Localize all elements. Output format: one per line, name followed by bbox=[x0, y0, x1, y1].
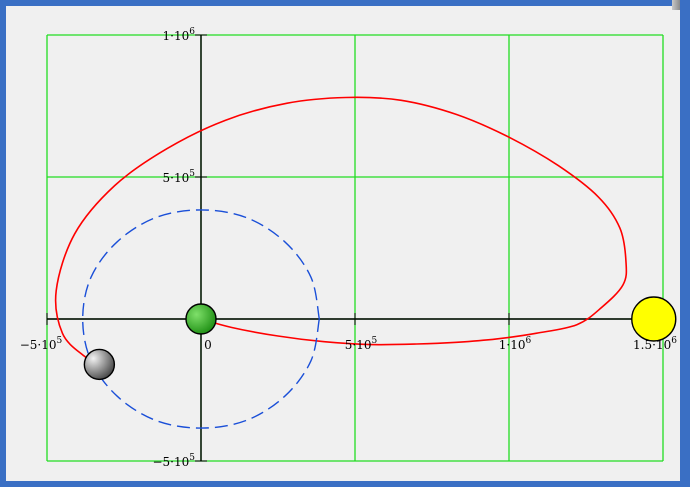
x-tick-label: 0 bbox=[204, 338, 212, 352]
moon-orbit-series bbox=[81, 209, 320, 429]
tick-labels: −5·105 0 5·105 1·106 1.5·106 1·106 5·105 −5·105 bbox=[20, 27, 677, 469]
y-tick-label: 5·105 bbox=[163, 169, 196, 185]
grid bbox=[46, 34, 664, 462]
x-tick-label: −5·105 bbox=[20, 336, 63, 352]
series bbox=[54, 96, 628, 429]
y-tick-label: 1·106 bbox=[163, 27, 196, 43]
trajectory-series bbox=[54, 96, 628, 369]
markers bbox=[83, 296, 677, 381]
moon-marker bbox=[83, 348, 116, 381]
sun-marker bbox=[631, 296, 677, 342]
x-tick-label: 1.5·106 bbox=[633, 336, 677, 352]
x-tick-label: 5·105 bbox=[345, 336, 378, 352]
x-tick-label: 1·106 bbox=[499, 336, 532, 352]
earth-marker bbox=[185, 303, 217, 335]
y-tick-label: −5·105 bbox=[152, 453, 195, 469]
resize-handle[interactable] bbox=[672, 0, 680, 10]
